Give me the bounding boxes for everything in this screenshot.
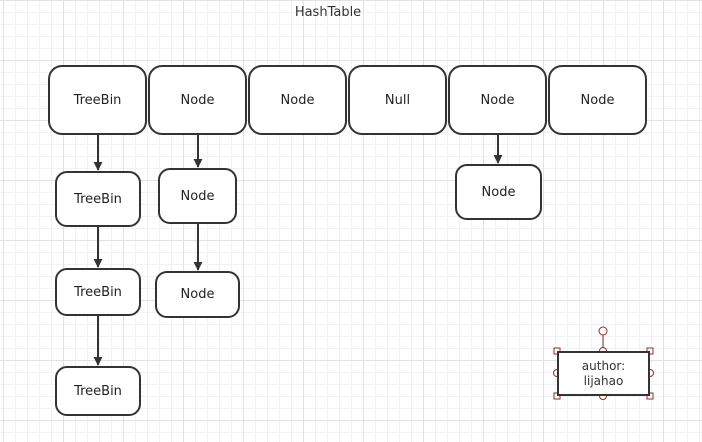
- table-slot-4[interactable]: Node: [448, 65, 547, 135]
- author-note-line-1: author:: [581, 358, 626, 373]
- chain-0-item-1[interactable]: TreeBin: [55, 268, 141, 316]
- chain-1-item-1[interactable]: Node: [155, 271, 240, 318]
- table-slot-1[interactable]: Node: [148, 65, 247, 135]
- table-slot-5[interactable]: Node: [548, 65, 647, 135]
- table-slot-0[interactable]: TreeBin: [48, 65, 147, 135]
- chain-0-item-2[interactable]: TreeBin: [55, 366, 141, 416]
- diagram-title: HashTable: [294, 5, 362, 20]
- table-slot-3[interactable]: Null: [348, 65, 447, 135]
- chain-1-item-0[interactable]: Node: [158, 168, 237, 224]
- resize-handle-bottom-right[interactable]: [646, 392, 654, 400]
- author-note-line-2: lijahao: [583, 373, 624, 388]
- author-note[interactable]: author: lijahao: [557, 351, 650, 396]
- chain-0-item-0[interactable]: TreeBin: [55, 171, 141, 227]
- table-slot-2[interactable]: Node: [248, 65, 347, 135]
- chain-4-item-0[interactable]: Node: [455, 164, 542, 220]
- rotation-handle[interactable]: [598, 326, 608, 336]
